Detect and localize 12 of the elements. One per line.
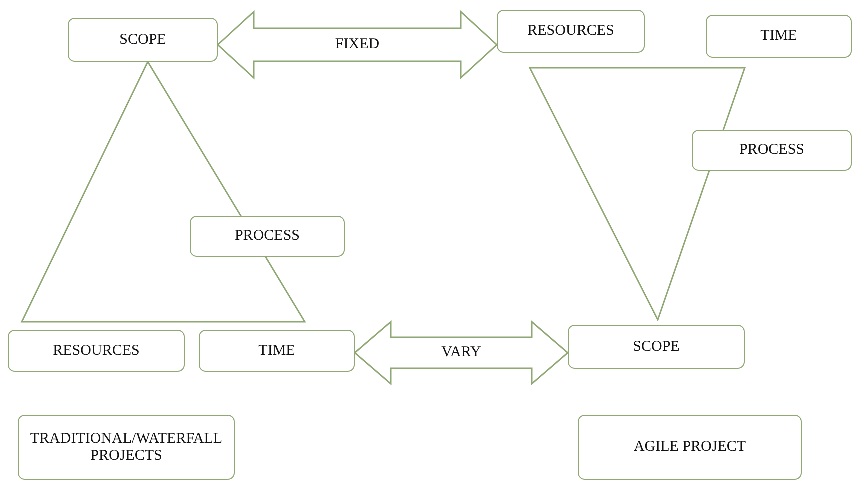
label-box: TIME — [199, 330, 355, 372]
label-box: TIME — [706, 15, 852, 58]
label-box: PROCESS — [190, 216, 345, 257]
double-arrow — [354, 320, 570, 386]
label-box: PROCESS — [692, 130, 852, 171]
label-box: AGILE PROJECT — [578, 415, 802, 480]
label-box: RESOURCES — [8, 330, 185, 372]
label-box: RESOURCES — [497, 10, 645, 53]
label-box: SCOPE — [68, 18, 218, 62]
label-box: SCOPE — [568, 325, 745, 369]
label-box: TRADITIONAL/WATERFALL PROJECTS — [18, 415, 235, 480]
double-arrow — [216, 10, 498, 80]
